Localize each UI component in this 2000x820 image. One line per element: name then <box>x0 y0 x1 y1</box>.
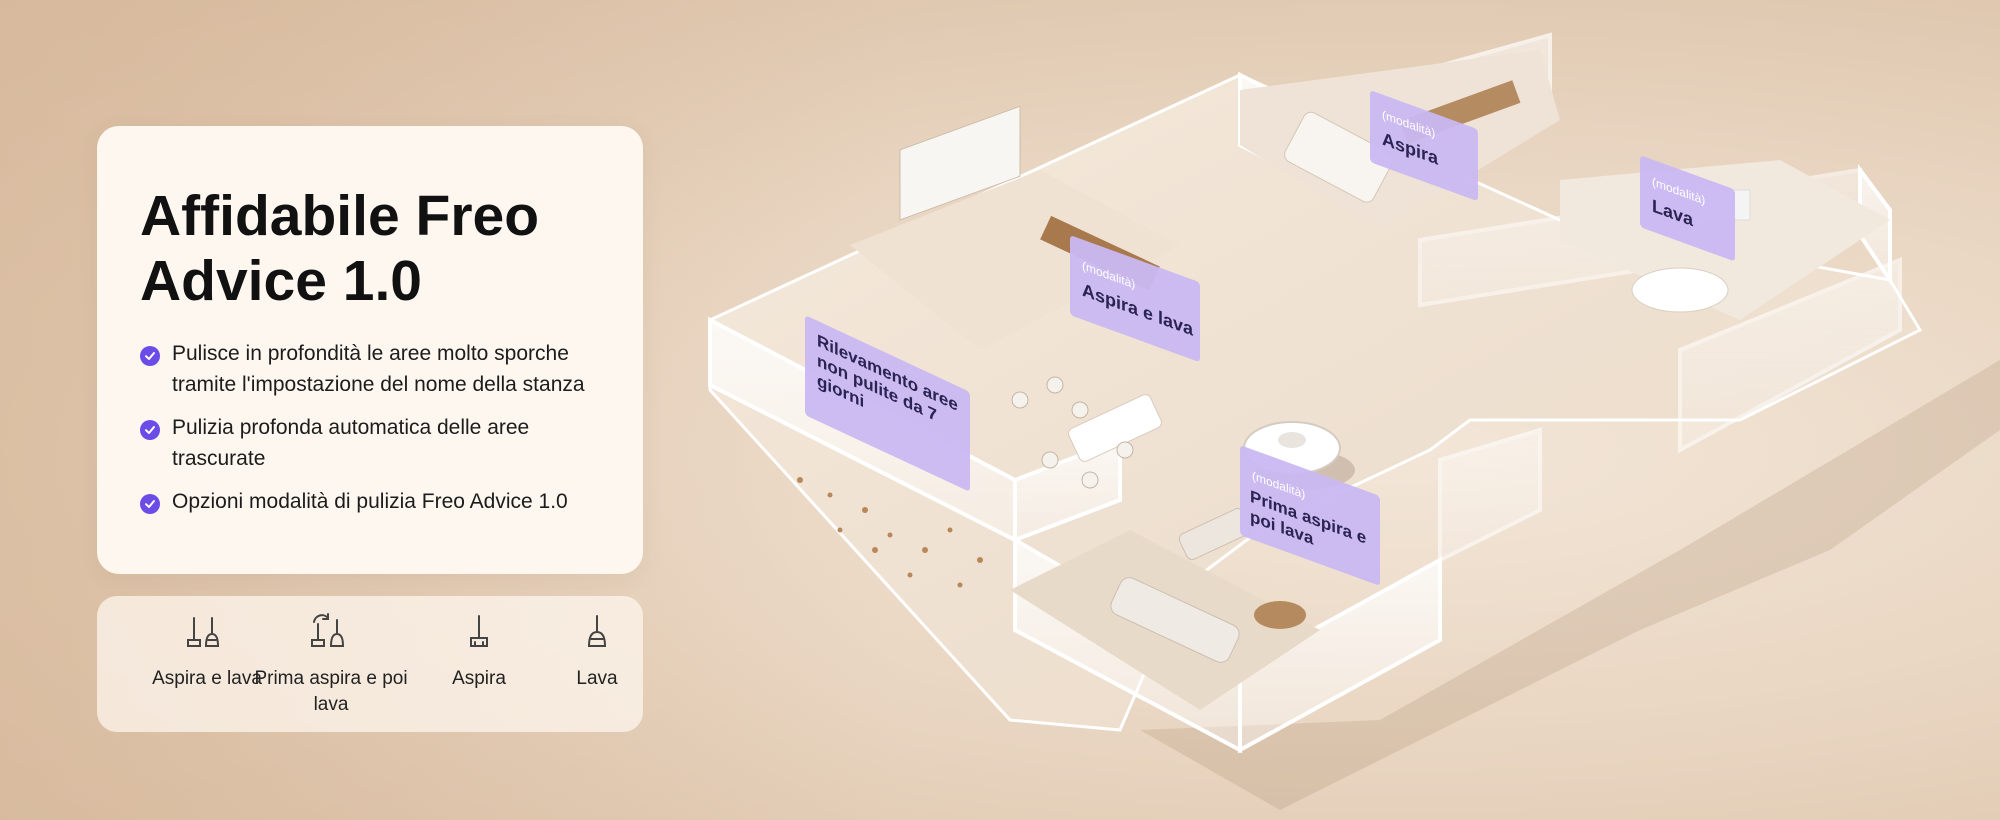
feature-item: Pulizia profonda automatica delle aree t… <box>140 412 620 474</box>
debris <box>797 477 983 588</box>
mode-vacuum-then-mop: Prima aspira e poi lava <box>250 610 412 718</box>
kitchen-dining <box>850 105 1180 489</box>
feature-item: Opzioni modalità di pulizia Freo Advice … <box>140 486 620 517</box>
feature-card: Affidabile Freo Advice 1.0 Pulisce in pr… <box>97 126 643 574</box>
cleaning-modes-strip: Aspira e lava Prima aspira e poi lava As… <box>97 596 643 732</box>
feature-text: Pulisce in profondità le aree molto spor… <box>172 342 585 396</box>
check-icon <box>140 494 160 514</box>
living-room <box>1010 507 1320 710</box>
broom-icon <box>470 615 488 647</box>
mode-label: Prima aspira e poi lava <box>254 668 408 715</box>
room-tag-bedroom: (modalità) Aspira <box>1370 91 1478 201</box>
room-tag-living: (modalità) Prima aspira e poi lava <box>1240 446 1380 585</box>
check-icon <box>140 346 160 366</box>
feature-item: Pulisce in profondità le aree molto spor… <box>140 338 620 400</box>
floor-shadow <box>1140 360 2000 810</box>
mode-label: Aspira <box>452 668 506 689</box>
feature-text: Opzioni modalità di pulizia Freo Advice … <box>172 490 568 513</box>
mode-label: Aspira e lava <box>152 668 262 689</box>
headline: Affidabile Freo Advice 1.0 <box>140 184 540 313</box>
mode-mop-and-vacuum: Aspira e lava <box>137 610 277 692</box>
room-tag-bathroom: (modalità) Lava <box>1640 156 1735 261</box>
feature-list: Pulisce in profondità le aree molto spor… <box>140 338 620 529</box>
room-tag-entrance: Rilevamento aree non pulite da 7 giorni <box>805 316 970 491</box>
floor-plan-illustration: (modalità) Aspira (modalità) Lava (modal… <box>708 32 2000 810</box>
mode-vacuum: Aspira <box>429 610 529 692</box>
mode-label: Lava <box>576 668 618 689</box>
mop-and-broom-icon <box>187 617 220 647</box>
mode-mop: Lava <box>557 610 637 692</box>
mop-icon <box>587 615 607 647</box>
check-icon <box>140 420 160 440</box>
feature-text: Pulizia profonda automatica delle aree t… <box>172 416 530 470</box>
vacuum-then-mop-icon <box>311 613 345 647</box>
